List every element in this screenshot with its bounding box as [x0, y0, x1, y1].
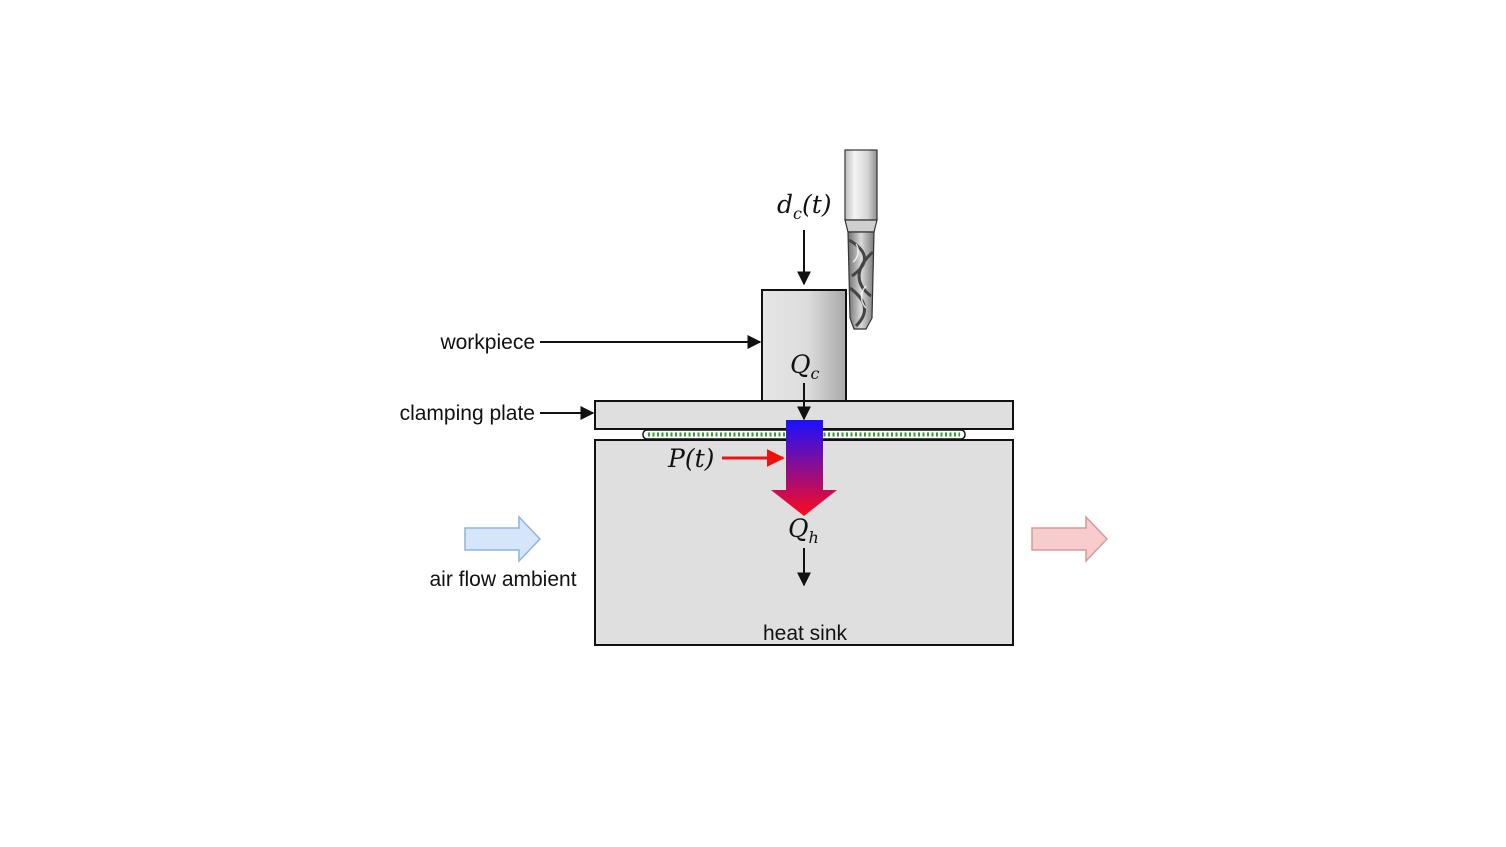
heat-flow-arrow	[771, 420, 837, 516]
heat-sink-label: heat sink	[763, 622, 848, 645]
power-symbol: P(t)	[667, 444, 714, 473]
sink-heat-symbol: Qh	[788, 514, 819, 547]
air-outlet-arrow	[1031, 515, 1109, 563]
cut-depth-symbol: dc(t)	[777, 190, 832, 223]
air-inlet-arrow	[464, 515, 542, 563]
workpiece-block	[761, 289, 847, 402]
clamping-plate-label: clamping plate	[400, 402, 535, 425]
cut-heat-symbol: Qc	[790, 350, 820, 383]
workpiece-label: workpiece	[439, 331, 535, 354]
end-mill-icon	[844, 149, 878, 330]
air-flow-ambient-label: air flow ambient	[429, 568, 576, 591]
